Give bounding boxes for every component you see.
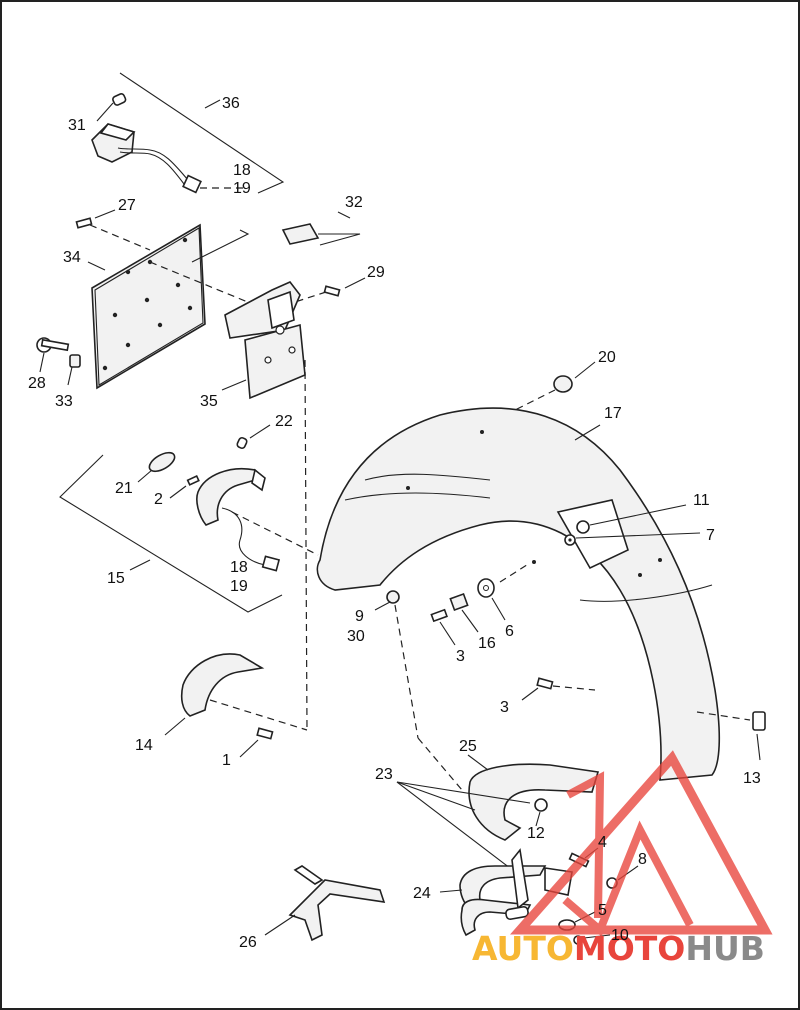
watermark-text: AUTOMOTOHUB [472,929,765,968]
callout-33: 33 [55,393,73,410]
part-12-grommet [534,798,548,827]
callout-1: 1 [222,752,231,769]
group-36-bracket [119,72,285,194]
part-26-bracket [264,865,386,942]
part-33-grommet [67,354,81,386]
part-10-nut [573,934,611,945]
callout-23: 23 [375,766,393,783]
callout-19-lower: 19 [230,578,248,595]
part-35-bracket [221,281,308,731]
part-23-leaders [396,781,531,879]
part-28-bolt [36,337,70,373]
callout-20: 20 [598,349,616,366]
callout-36: 36 [222,95,240,112]
callout-32: 32 [345,194,363,211]
callout-21: 21 [115,480,133,497]
callout-25: 25 [459,738,477,755]
part-16-spacer [449,592,479,633]
callout-11: 11 [693,492,710,509]
callout-7: 7 [706,527,715,544]
watermark-part-moto: MOTO [574,929,685,968]
group-15-bracket [59,454,283,613]
callout-10: 10 [611,927,629,944]
callout-17: 17 [604,405,622,422]
part-36-lamp-housing [91,123,248,194]
part-2-screw [169,475,200,499]
callout-28: 28 [28,375,46,392]
part-3-screw-lower [521,677,596,701]
callout-18: 18 [233,162,251,179]
part-25-seat [467,754,600,841]
part-14-lamp-bracket [164,653,308,736]
part-24-rack [439,848,573,937]
callout-35: 35 [200,393,218,410]
part-31-bulb [96,93,127,122]
callout-3-lower: 3 [500,699,509,716]
part-9-nut [374,590,463,791]
callout-26: 26 [239,934,257,951]
callout-18-lower: 18 [230,559,248,576]
part-15-tail-lamp [196,468,319,572]
part-29-screw [294,277,366,303]
callout-16: 16 [478,635,496,652]
part-11-nut [576,504,687,534]
part-7-washer [564,532,701,546]
callout-31: 31 [68,117,86,134]
callout-6: 6 [505,623,514,640]
callout-2: 2 [154,491,163,508]
callout-3: 3 [456,648,465,665]
part-32-pad [281,211,361,246]
part-13-clip [696,711,766,761]
part-17-fender [316,407,721,781]
part-27-screw [75,209,151,251]
callout-29: 29 [367,264,385,281]
callout-labels: 31 36 18 19 27 32 34 29 28 33 35 20 17 2… [28,95,761,951]
watermark-logo [510,750,773,937]
callout-15: 15 [107,570,125,587]
part-6-washer [477,578,506,621]
callout-5: 5 [598,902,607,919]
callout-19: 19 [233,180,251,197]
part-21-lens [137,451,176,483]
part-1-screw [239,727,274,758]
callout-22: 22 [275,413,293,430]
callout-24: 24 [413,885,431,902]
part-22-bulb [236,424,271,450]
watermark-part-hub: HUB [685,929,765,968]
callout-9: 9 [355,608,364,625]
part-20-bumper [514,361,596,411]
callout-4: 4 [598,834,607,851]
callout-34: 34 [63,249,81,266]
callout-27: 27 [118,197,136,214]
callout-8: 8 [638,851,647,868]
part-34-license-plate [87,223,256,390]
callout-14: 14 [135,737,153,754]
callout-12: 12 [527,825,545,842]
watermark-part-auto: AUTO [472,929,574,968]
callout-13: 13 [743,770,761,787]
part-3-screw-upper [430,608,456,646]
callout-30: 30 [347,628,365,645]
